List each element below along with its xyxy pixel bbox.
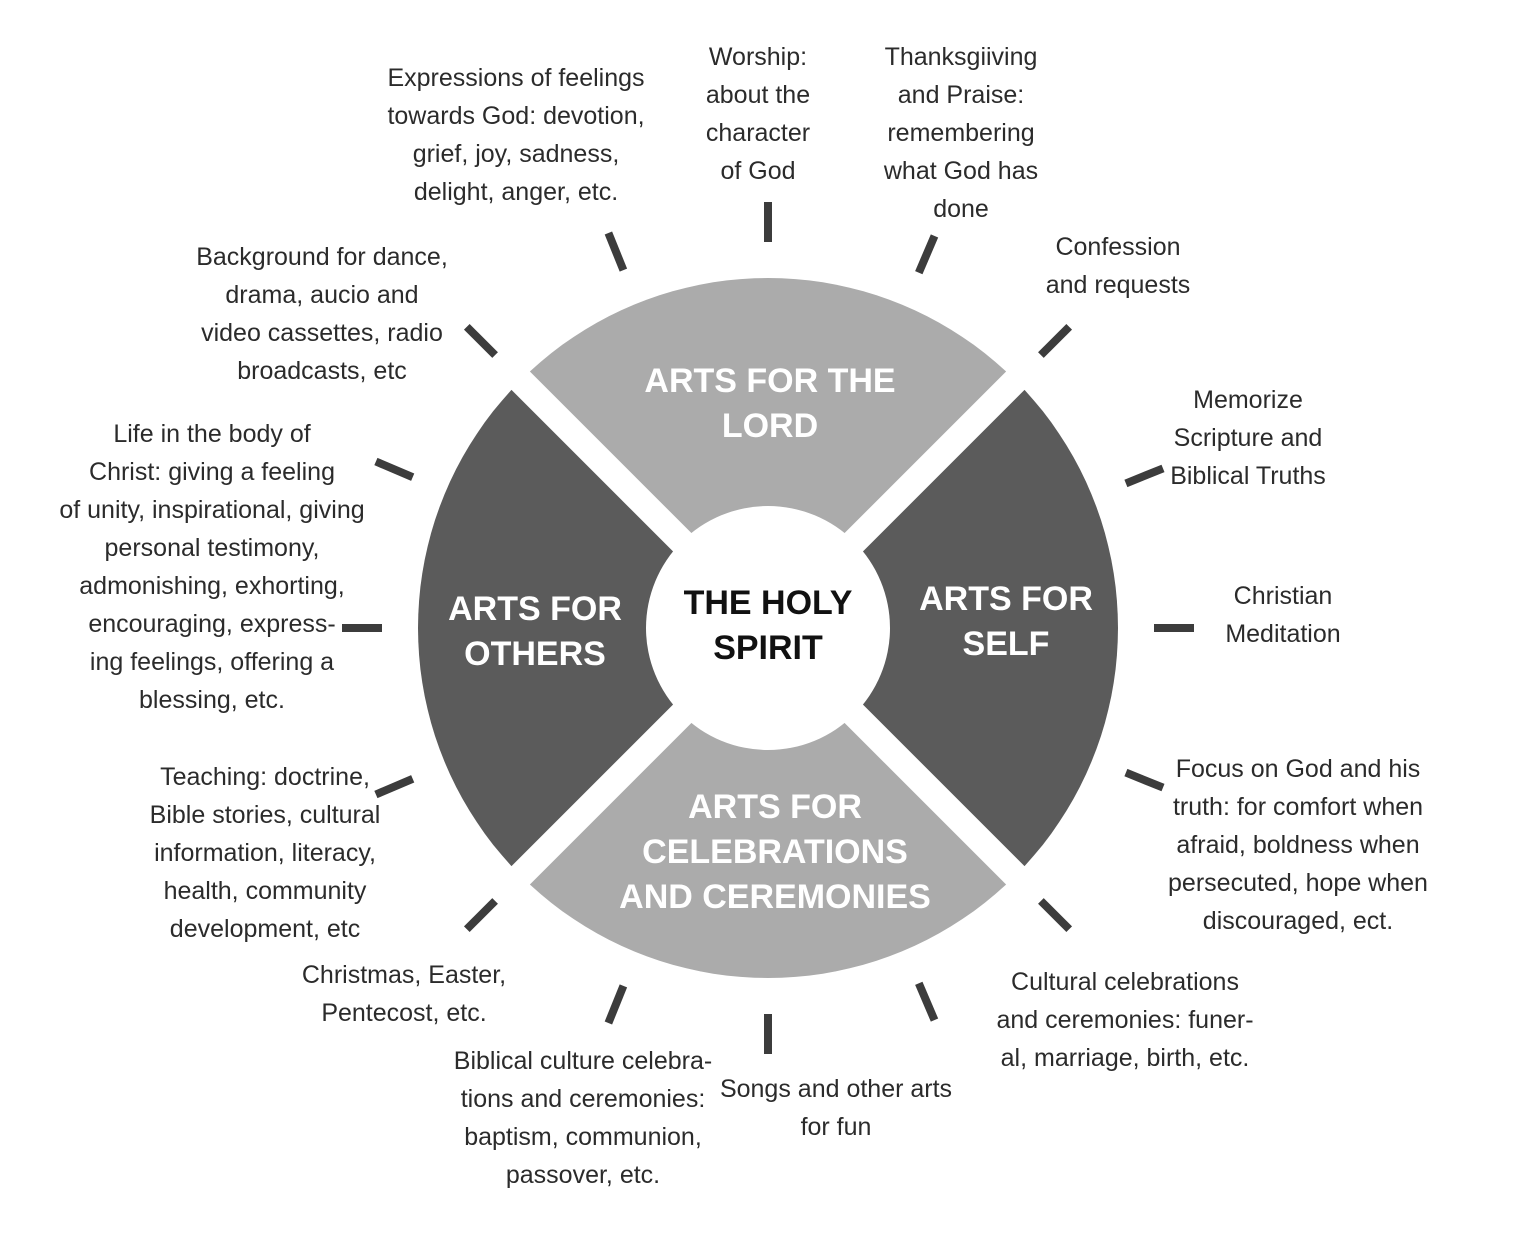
tick-mark — [604, 231, 628, 272]
tick-mark — [374, 775, 415, 799]
sector-celebrations — [520, 646, 1016, 978]
sector-lord — [520, 278, 1016, 610]
tick-mark — [915, 234, 939, 275]
tick-mark — [463, 323, 498, 358]
tick-mark — [374, 457, 415, 481]
tick-mark — [463, 898, 498, 933]
tick-mark — [1038, 898, 1073, 933]
connector-ticks — [342, 202, 1194, 1054]
annotation-teaching: Teaching: doctrine,Bible stories, cultur… — [150, 763, 381, 943]
tick-mark — [915, 981, 939, 1022]
tick-mark — [604, 984, 628, 1025]
tick-mark — [1038, 323, 1073, 358]
sector-self — [786, 380, 1118, 876]
tick-mark — [1124, 464, 1165, 488]
annotation-christmas: Christmas, Easter,Pentecost, etc. — [302, 961, 506, 1027]
annotation-biblical-culture: Biblical culture celebra-tions and cerem… — [454, 1047, 712, 1189]
tick-mark — [1124, 768, 1165, 792]
center-circle — [646, 506, 890, 750]
sector-others — [418, 380, 750, 876]
